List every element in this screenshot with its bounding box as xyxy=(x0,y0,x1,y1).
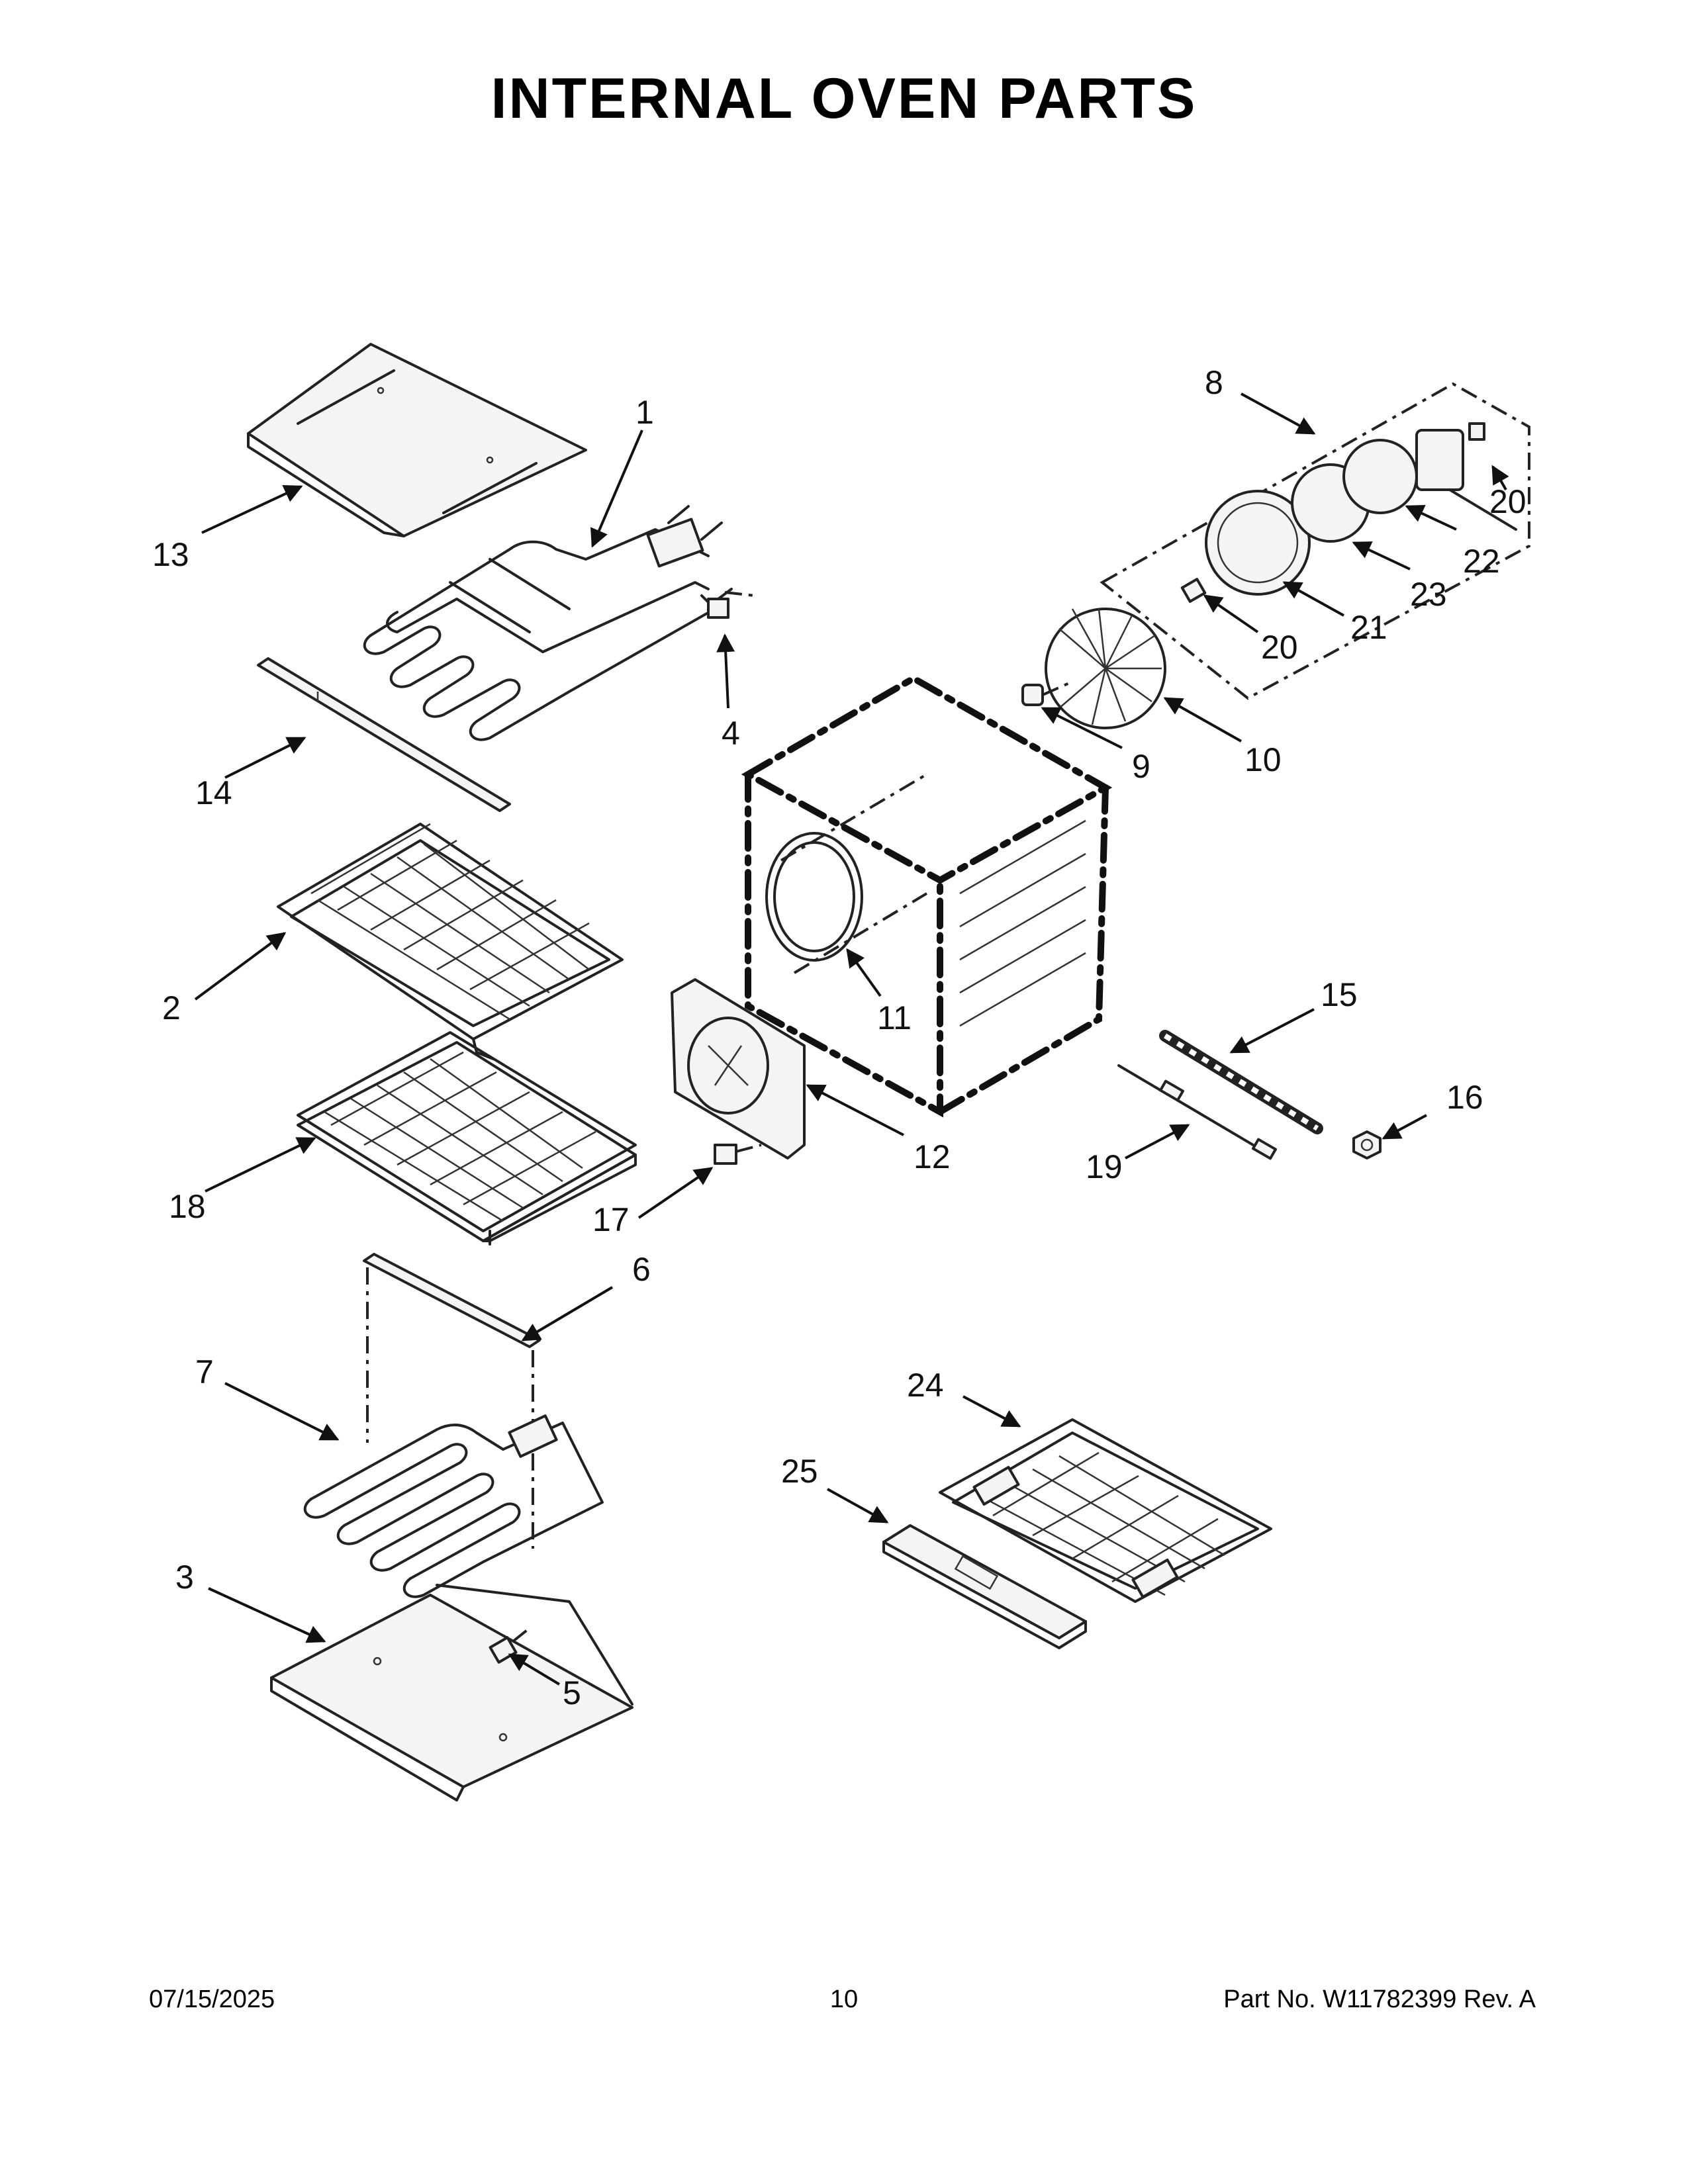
footer-date: 07/15/2025 xyxy=(149,1985,275,2013)
callout-7: 7 xyxy=(195,1353,214,1390)
part-8-convection-motor-kit xyxy=(1100,382,1530,700)
callout-2: 2 xyxy=(162,989,181,1026)
part-24-air-fry-rack xyxy=(939,1418,1272,1603)
part-19-temperature-sensor xyxy=(1117,1064,1277,1160)
part-3-bottom-plate xyxy=(270,1584,633,1801)
footer-part-number: Part No. W11782399 Rev. A xyxy=(1223,1985,1536,2013)
part-14-rail xyxy=(257,657,511,812)
callout-25: 25 xyxy=(781,1453,818,1490)
part-15-convection-element xyxy=(1159,1030,1323,1134)
footer-page-number: 10 xyxy=(829,1985,859,2013)
part-4-screw xyxy=(707,588,733,619)
callout-11: 11 xyxy=(877,999,912,1036)
part-13-top-plate xyxy=(247,343,587,537)
part-10-fan-blade xyxy=(1042,608,1166,729)
leader-arrows xyxy=(194,392,1509,1686)
part-2-oven-rack xyxy=(277,823,624,1060)
part-25-air-fry-tray xyxy=(882,1524,1087,1649)
part-18-extension-rack xyxy=(297,1031,637,1246)
callout-23: 23 xyxy=(1410,576,1447,613)
callout-24: 24 xyxy=(907,1367,944,1404)
callout-18: 18 xyxy=(169,1188,206,1225)
page-title: INTERNAL OVEN PARTS xyxy=(491,67,1197,130)
callout-4: 4 xyxy=(722,715,740,752)
callout-5: 5 xyxy=(563,1674,581,1711)
part-16-nut xyxy=(1352,1130,1382,1160)
callout-3: 3 xyxy=(175,1559,194,1596)
callout-17: 17 xyxy=(592,1201,630,1238)
callout-10: 10 xyxy=(1244,741,1282,778)
callout-21: 21 xyxy=(1350,609,1387,646)
callout-9: 9 xyxy=(1132,748,1150,785)
part-9-fan-nut xyxy=(1021,684,1044,706)
callout-14: 14 xyxy=(195,774,232,811)
oven-cavity-outline xyxy=(741,674,1113,1118)
callout-16: 16 xyxy=(1446,1079,1483,1116)
part-7-bake-element xyxy=(303,1414,604,1598)
callout-1: 1 xyxy=(635,394,654,431)
part-12-convection-cover xyxy=(671,978,806,1160)
callout-15: 15 xyxy=(1321,976,1358,1013)
callout-8: 8 xyxy=(1205,364,1223,401)
callout-20-bottom: 20 xyxy=(1261,629,1298,666)
part-17-screw xyxy=(714,1144,762,1165)
callout-6: 6 xyxy=(632,1251,651,1288)
callout-20-top: 20 xyxy=(1489,483,1526,520)
callout-19: 19 xyxy=(1086,1148,1123,1185)
callout-12: 12 xyxy=(914,1138,951,1175)
part-1-broil-element xyxy=(363,505,755,741)
callout-22: 22 xyxy=(1463,543,1500,580)
callout-labels: 1 2 3 4 5 6 7 8 9 10 11 12 13 14 15 16 1… xyxy=(152,364,1526,1711)
callout-13: 13 xyxy=(152,536,189,573)
